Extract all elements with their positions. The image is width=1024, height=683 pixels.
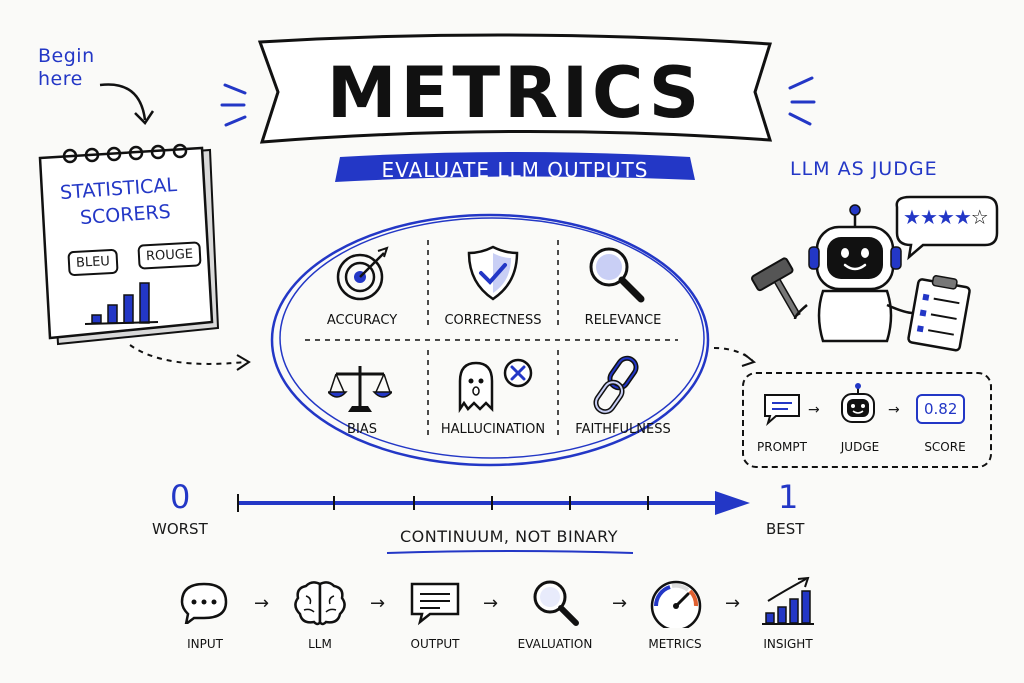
pipeline-arrow-3: → — [483, 593, 499, 614]
pipeline-label-insight: INSIGHT — [763, 637, 813, 651]
prompt-message-icon — [764, 394, 800, 426]
ghost-icon — [458, 358, 533, 414]
notepad-to-grid-arrow — [129, 344, 251, 371]
magnifier-icon — [589, 247, 645, 303]
star-filled-icon: ★ — [953, 205, 972, 229]
star-filled-icon: ★ — [903, 205, 921, 229]
page-title: METRICS — [326, 52, 704, 134]
bleu-tag: BLEU — [67, 248, 119, 277]
pipeline-arrow-5: → — [725, 593, 741, 614]
notepad-shape — [38, 143, 220, 346]
flow-arrow-2: → — [888, 402, 900, 418]
flow-label-judge: JUDGE — [840, 440, 880, 454]
scale-max-label: BEST — [766, 520, 805, 538]
flow-label-prompt: PROMPT — [757, 440, 807, 454]
metrics-grid: ACCURACY CORRECTNESS RELEVANCE BIAS HALL… — [260, 205, 720, 475]
metric-label-bias: BIAS — [347, 422, 377, 437]
scale-arrow — [237, 491, 750, 515]
scale-caption: CONTINUUM, NOT BINARY — [400, 527, 618, 546]
pipeline-arrow-1: → — [254, 593, 270, 614]
shield-check-icon — [467, 245, 519, 301]
statistical-notepad: STATISTICAL SCORERS BLEU ROUGE — [30, 140, 225, 350]
target-icon — [336, 246, 389, 301]
chain-link-icon — [593, 355, 639, 415]
metric-label-relevance: RELEVANCE — [584, 313, 662, 328]
brain-icon — [294, 581, 346, 626]
pipeline-label-input: INPUT — [187, 637, 223, 651]
pipeline: INPUT → LLM → OUTPUT → EVALUATION → METR… — [150, 575, 870, 675]
star-empty-icon: ☆ — [970, 205, 989, 229]
begin-arrow-icon — [99, 83, 155, 125]
star-filled-icon: ★ — [936, 205, 955, 229]
rouge-tag: ROUGE — [137, 241, 202, 270]
title-banner: METRICS EVALUATE LLM OUTPUTS — [250, 22, 780, 182]
bleu-tag-label: BLEU — [75, 254, 111, 271]
scale-max-value: 1 — [778, 478, 799, 516]
scales-icon — [328, 366, 392, 412]
metric-label-correctness: CORRECTNESS — [444, 313, 542, 328]
judge-robot-icon — [841, 383, 875, 423]
judge-heading: LLM AS JUDGE — [790, 158, 938, 180]
speech-bubble-icon — [180, 582, 228, 624]
rating-stars: ★★★★☆ — [903, 205, 989, 229]
scale-min-label: WORST — [152, 520, 208, 538]
grid-to-judge-arrow — [713, 347, 757, 367]
pipeline-label-llm: LLM — [308, 637, 332, 651]
pipeline-label-evaluation: EVALUATION — [517, 637, 593, 651]
caption-underline — [386, 550, 634, 554]
robot-judge-illustration — [751, 195, 999, 352]
score-box: 0.82 — [916, 394, 966, 424]
begin-note: Begin here — [38, 45, 95, 90]
banner-shape — [257, 33, 773, 182]
pipeline-label-output: OUTPUT — [410, 637, 460, 651]
metric-label-accuracy: ACCURACY — [326, 313, 398, 328]
scale-min-value: 0 — [170, 478, 191, 516]
magnifier-icon — [533, 580, 579, 626]
metric-label-hallucination: HALLUCINATION — [440, 422, 546, 437]
metric-label-faithfulness: FAITHFULNESS — [575, 422, 671, 437]
page-subtitle: EVALUATE LLM OUTPUTS — [381, 158, 649, 182]
message-icon — [410, 582, 460, 626]
sparkle-marks-left — [220, 83, 247, 127]
flow-label-score: SCORE — [924, 440, 966, 454]
pipeline-arrow-2: → — [370, 593, 386, 614]
pipeline-arrow-4: → — [612, 593, 628, 614]
judge-flow-box: → → 0.82 PROMPT JUDGE SCORE — [742, 372, 992, 468]
gauge-icon — [650, 580, 702, 628]
rouge-tag-label: ROUGE — [145, 246, 194, 265]
metrics-oval — [270, 213, 710, 467]
star-filled-icon: ★ — [919, 205, 938, 229]
pipeline-label-metrics: METRICS — [648, 637, 702, 651]
bar-chart-icon — [762, 576, 814, 625]
score-value: 0.82 — [924, 400, 958, 418]
sparkle-marks-right — [788, 76, 816, 126]
flow-arrow-1: → — [808, 402, 820, 418]
